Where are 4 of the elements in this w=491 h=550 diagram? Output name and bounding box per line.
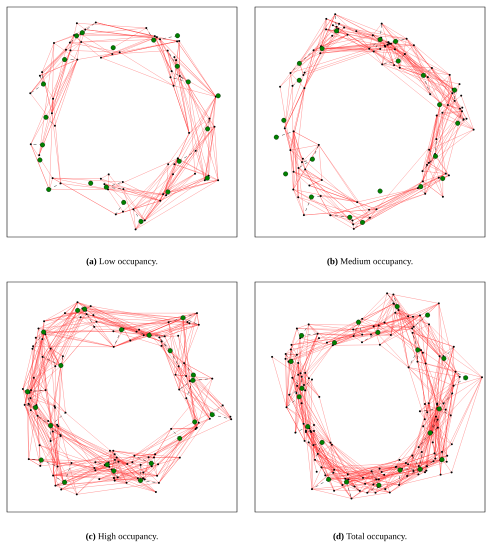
caption: (c) High occupancy. [86,532,158,542]
caption: (a) Low occupancy. [86,258,158,266]
caption: (b) Medium occupancy. [327,258,412,266]
caption: (d) Total occupancy. [333,532,406,542]
